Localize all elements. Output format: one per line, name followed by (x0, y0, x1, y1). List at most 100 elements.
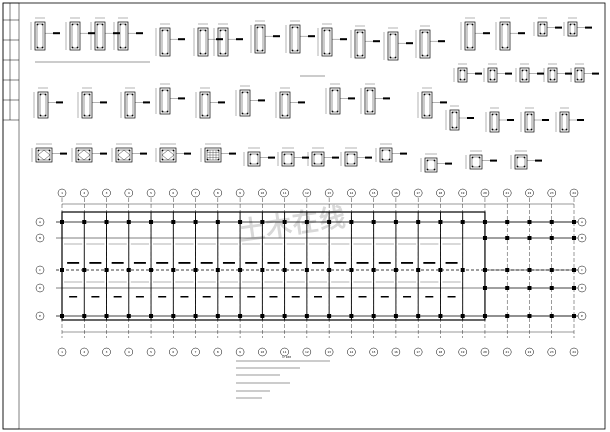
axis-bubble-bottom: 12 (302, 347, 312, 357)
svg-text:2: 2 (83, 350, 85, 354)
column-marker (371, 268, 376, 272)
axis-bubble-bottom: 7 (191, 347, 200, 357)
axis-bubble-top: 24 (569, 188, 579, 198)
column-section (563, 17, 592, 37)
svg-text:19: 19 (461, 191, 465, 195)
axis-bubble-bottom: 11 (280, 347, 289, 357)
room-annotation (245, 262, 258, 264)
svg-text:1: 1 (61, 350, 63, 354)
room-annotation (133, 262, 146, 264)
axis-bubble-bottom: 6 (169, 347, 178, 357)
svg-text:2: 2 (83, 191, 85, 195)
column-marker (282, 314, 287, 318)
svg-text:B: B (581, 236, 583, 240)
column-marker (82, 314, 87, 318)
svg-text:3: 3 (106, 350, 108, 354)
column-marker (393, 268, 398, 272)
room-annotation (247, 296, 256, 298)
axis-bubble-bottom: 20 (480, 347, 490, 357)
column-marker (126, 268, 131, 272)
column-section (453, 63, 482, 83)
column-marker (126, 220, 131, 224)
room-annotation (91, 296, 100, 298)
column-marker (371, 314, 376, 318)
column-section (515, 63, 544, 83)
column-marker (282, 220, 287, 224)
column-section (111, 143, 147, 163)
room-annotation (67, 262, 80, 264)
axis-bubble-left: D (35, 283, 45, 293)
room-annotation (224, 296, 233, 298)
section-details (30, 17, 599, 173)
svg-text:23: 23 (550, 191, 554, 195)
column-marker (327, 268, 332, 272)
axis-bubble-right: E (577, 311, 587, 321)
svg-text:12: 12 (305, 191, 309, 195)
column-section (193, 23, 223, 57)
svg-text:19: 19 (461, 350, 465, 354)
room-annotation (403, 296, 412, 298)
column-section (460, 17, 490, 51)
column-marker (416, 268, 421, 272)
axis-bubble-bottom: 2 (80, 347, 89, 357)
column-marker (304, 268, 309, 272)
room-annotation (334, 262, 347, 264)
column-marker (393, 220, 398, 224)
column-section (275, 87, 305, 119)
axis-bubble-top: 3 (102, 188, 111, 198)
column-section (235, 85, 265, 117)
axis-bubble-top: 11 (280, 188, 289, 198)
column-section (533, 17, 562, 37)
column-section (325, 83, 355, 115)
room-annotation (113, 296, 122, 298)
room-annotation (380, 296, 389, 298)
column-section (543, 63, 572, 83)
room-annotation (423, 262, 436, 264)
svg-text:E: E (39, 314, 41, 318)
column-marker (260, 314, 265, 318)
column-section (30, 17, 60, 51)
legend-notes (236, 360, 330, 399)
axis-bubble-right: B (577, 233, 587, 243)
svg-text:24: 24 (572, 191, 576, 195)
column-marker (460, 220, 465, 224)
room-annotation (200, 262, 213, 264)
column-section (485, 107, 514, 133)
axis-bubble-top: 23 (547, 188, 556, 198)
column-marker (260, 268, 265, 272)
axis-bubble-top: 9 (235, 188, 245, 198)
svg-text:D: D (39, 286, 41, 290)
svg-text:A: A (581, 220, 583, 224)
column-marker (238, 314, 243, 318)
column-section (483, 63, 512, 83)
room-annotation (202, 296, 211, 298)
svg-text:24: 24 (572, 350, 576, 354)
axis-bubble-left: A (35, 217, 45, 227)
svg-text:17: 17 (416, 350, 420, 354)
column-section (120, 87, 150, 119)
column-section (90, 17, 120, 51)
svg-text:6: 6 (172, 350, 174, 354)
svg-text:21: 21 (505, 350, 509, 354)
column-marker (193, 220, 198, 224)
svg-text:8: 8 (217, 191, 219, 195)
axis-bubble-bottom: 24 (569, 347, 579, 357)
column-marker (371, 220, 376, 224)
axis-bubble-top: 19 (458, 188, 467, 198)
column-marker (438, 268, 443, 272)
svg-text:B: B (39, 236, 41, 240)
svg-text:C: C (581, 268, 583, 272)
column-section (243, 147, 275, 167)
column-section (317, 23, 347, 57)
column-section (155, 23, 185, 57)
column-section (250, 20, 280, 54)
axis-bubble-bottom: 3 (102, 347, 111, 357)
room-annotation (180, 296, 189, 298)
room-annotation (336, 296, 345, 298)
column-marker (393, 314, 398, 318)
column-marker (104, 268, 109, 272)
column-section (495, 17, 525, 51)
svg-text:18: 18 (439, 191, 443, 195)
column-marker (171, 220, 176, 224)
room-annotation (356, 262, 369, 264)
